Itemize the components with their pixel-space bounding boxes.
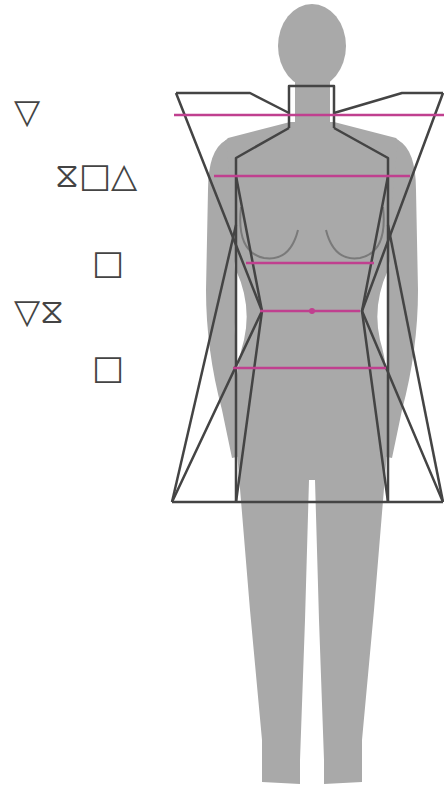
shape-symbol: □	[92, 245, 124, 279]
shape-symbol: □	[92, 350, 124, 384]
shape-symbol: ⧖□△	[55, 158, 137, 192]
silhouette	[206, 4, 418, 784]
waist-dot	[309, 308, 315, 314]
measure-lines	[174, 115, 444, 368]
shape-overlays	[172, 86, 443, 502]
shape-symbol: ▽	[14, 94, 40, 128]
bust-curves	[240, 207, 384, 258]
shape-symbol: ▽⧖	[14, 294, 64, 328]
